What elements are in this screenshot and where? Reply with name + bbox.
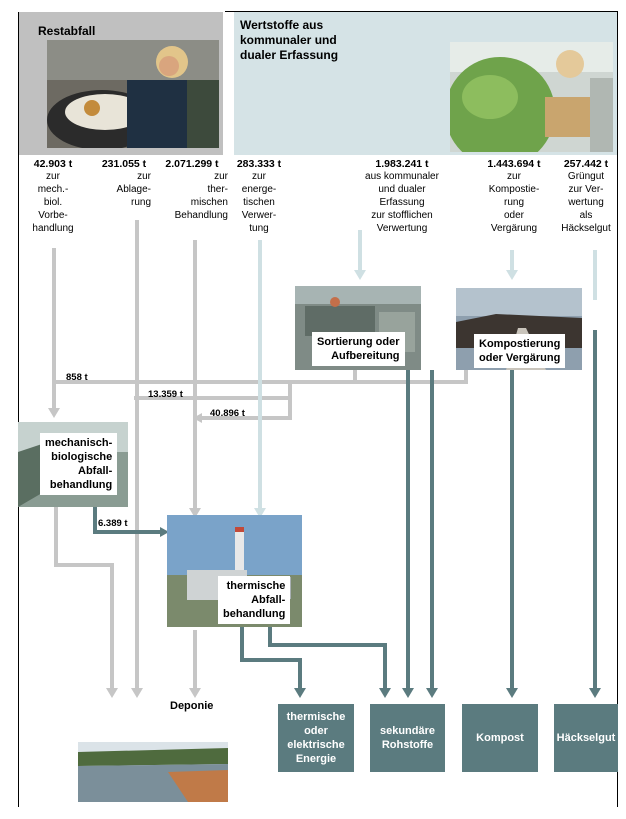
flow-label-858: 858 t: [66, 372, 88, 383]
kompostierung-caption: Kompostierung oder Vergärung: [474, 334, 566, 368]
restabfall-title: Restabfall: [38, 24, 96, 38]
flow-label-6389: 6.389 t: [98, 518, 128, 529]
flow-label-40896: 40.896 t: [210, 408, 245, 419]
output-kompost: Kompost: [462, 704, 538, 772]
restabfall-photo: [47, 40, 219, 148]
mba-caption: mechanisch- biologische Abfall- behandlu…: [40, 433, 118, 495]
deponie-label: Deponie: [170, 700, 214, 712]
output-energie: thermische oder elektrische Energie: [278, 704, 354, 772]
frame-right-line: [617, 12, 618, 807]
frame-top-line: [225, 11, 618, 12]
dark-flows: [93, 330, 597, 690]
lightblue-flows: [258, 230, 597, 510]
output-rohstoffe: sekundäre Rohstoffe: [370, 704, 445, 772]
gray-flows: [52, 220, 468, 690]
wertstoffe-photo: [450, 42, 613, 152]
flow-label-13359: 13.359 t: [148, 389, 183, 400]
frame-left-line: [18, 12, 19, 807]
sortierung-caption: Sortierung oder Aufbereitung: [312, 332, 405, 366]
thermisch-caption: thermische Abfall- behandlung: [218, 576, 291, 624]
wertstoffe-title: Wertstoffe aus kommunaler und dualer Erf…: [240, 18, 339, 62]
gray-arrowheads: [48, 408, 202, 698]
output-haeckselgut: Häckselgut: [554, 704, 618, 772]
deponie-photo: [78, 742, 228, 802]
lightblue-arrowheads: [254, 270, 518, 518]
dark-arrowheads: [160, 527, 601, 698]
